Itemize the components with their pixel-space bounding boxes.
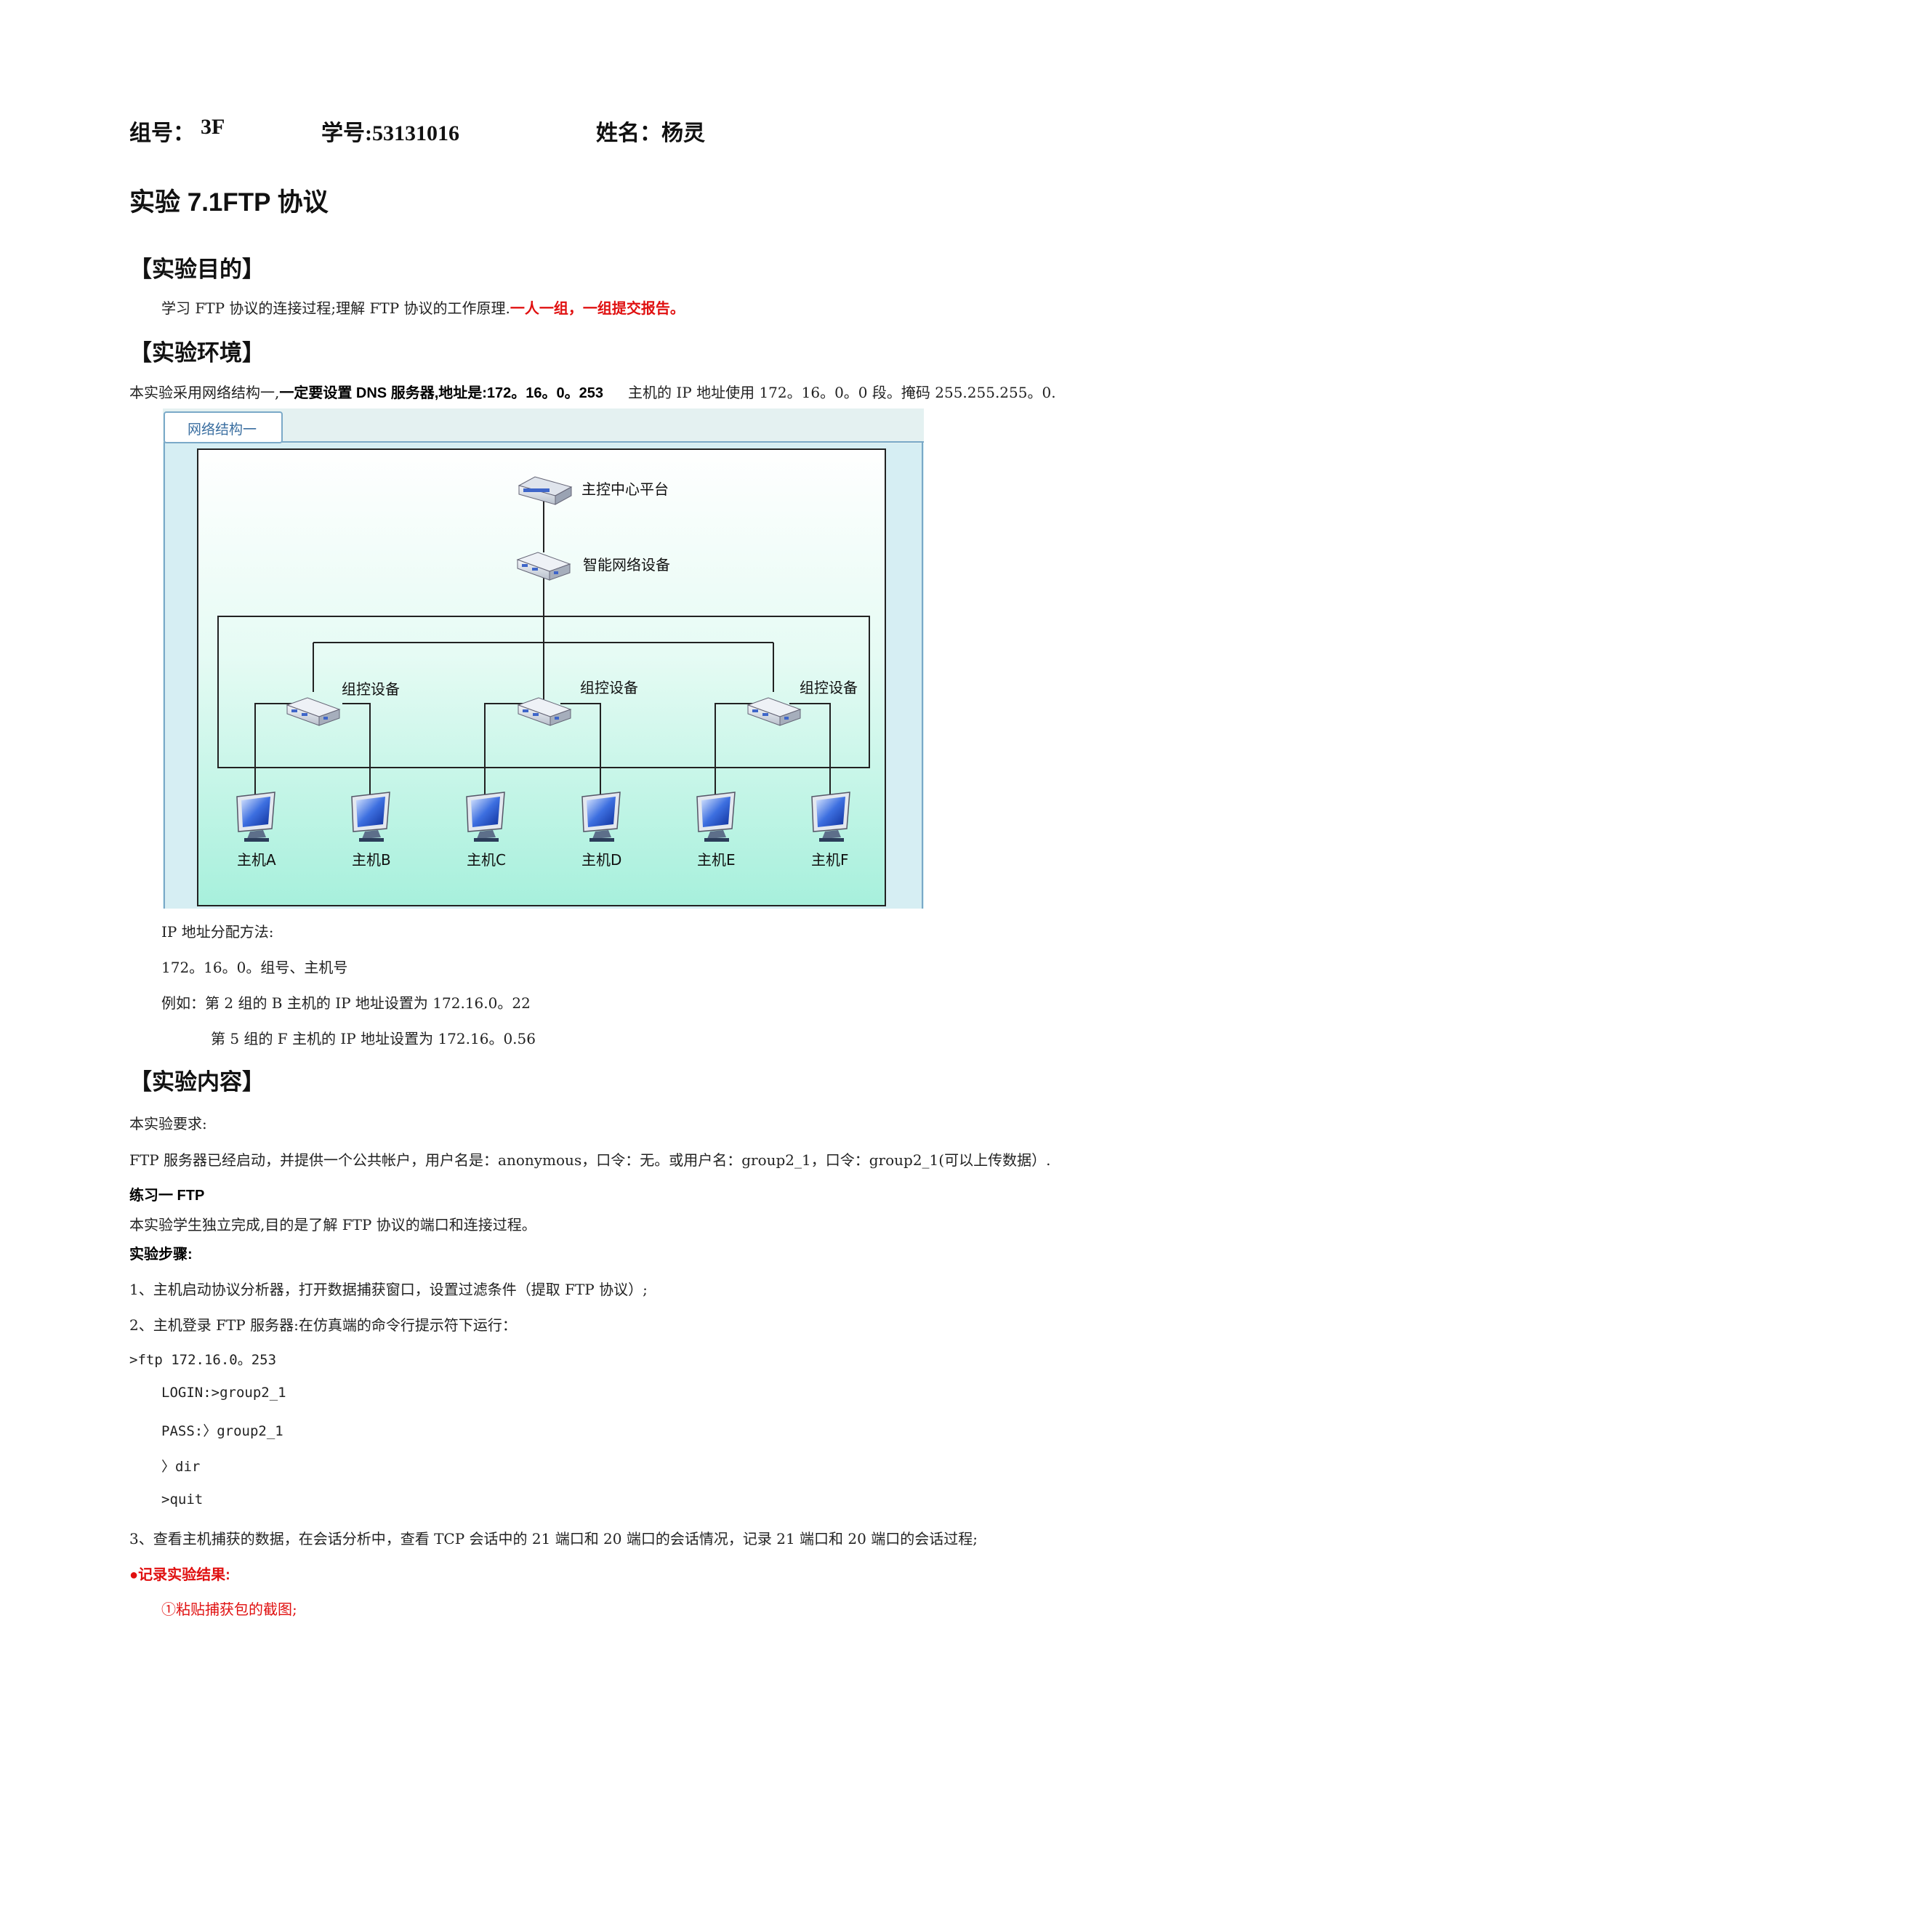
host-label-e: 主机E [697,851,736,869]
smart-device-label: 智能网络设备 [583,556,670,573]
host-label-c: 主机C [467,851,506,869]
cmd-ftp: >ftp 172.16.0。253 [129,1352,277,1368]
host-label-f: 主机F [811,851,849,869]
student-name: 姓名：杨灵 [596,121,705,145]
environment-text: 本实验采用网络结构一,一定要设置 DNS 服务器,地址是:172。16。0。25… [129,381,1056,402]
paste-screenshot-note: ①粘贴捕获包的截图; [161,1601,297,1618]
host-icon-d [581,792,621,842]
group-control-icon-1 [286,697,341,726]
step-3: 3、查看主机捕获的数据，在会话分析中，查看 TCP 会话中的 21 端口和 20… [129,1530,978,1547]
exercise-title: 练习一 FTP [129,1188,205,1204]
group-label: 组号： [129,121,195,145]
network-diagram: 网络结构一 主控中心平台 智能网络设备 [163,408,924,909]
cmd-dir: 〉dir [161,1459,201,1475]
cmd-pass: PASS:〉group2_1 [161,1423,283,1439]
purpose-heading: 【实验目的】 [129,257,265,282]
ip-alloc-rule: 172。16。0。组号、主机号 [161,959,348,976]
master-platform-icon [518,476,573,505]
environment-heading: 【实验环境】 [129,340,265,366]
group-control-label-3: 组控设备 [800,679,858,696]
steps-label: 实验步骤: [129,1247,193,1263]
record-results: ●记录实验结果: [129,1567,230,1583]
purpose-body: 学习 FTP 协议的连接过程;理解 FTP 协议的工作原理. [161,299,510,317]
ip-alloc-title: IP 地址分配方法: [161,923,274,941]
host-icon-f [811,792,850,842]
step-2: 2、主机登录 FTP 服务器:在仿真端的命令行提示符下运行： [129,1316,517,1334]
diagram-tab-label: 网络结构一 [188,422,257,438]
group-value: 3F [201,115,225,139]
cmd-login: LOGIN:>group2_1 [161,1385,286,1401]
host-icon-e [696,792,736,842]
env-prefix: 本实验采用网络结构一, [129,384,280,401]
group-control-label-1: 组控设备 [342,680,400,698]
group-control-icon-3 [746,697,802,726]
content-requirement: 本实验要求: [129,1115,207,1132]
cmd-quit: >quit [161,1492,204,1508]
connection-lines [217,494,870,795]
env-suffix: 主机的 IP 地址使用 172。16。0。0 段。掩码 255.255.255。… [628,384,1056,401]
smart-device-icon [516,552,571,581]
diagram-tab [164,411,283,443]
exercise-desc: 本实验学生独立完成,目的是了解 FTP 协议的端口和连接过程。 [129,1216,536,1233]
ip-alloc-example-1: 例如：第 2 组的 B 主机的 IP 地址设置为 172.16.0。22 [161,994,531,1012]
host-label-b: 主机B [352,851,391,869]
purpose-text: 学习 FTP 协议的连接过程;理解 FTP 协议的工作原理.一人一组，一组提交报… [161,297,685,318]
env-dns-note: 一定要设置 DNS 服务器,地址是:172。16。0。253 [279,385,604,401]
group-control-label-2: 组控设备 [580,679,638,696]
host-icon-b [351,792,390,842]
step-1: 1、主机启动协议分析器，打开数据捕获窗口，设置过滤条件（提取 FTP 协议）; [129,1281,648,1298]
group-control-icon-2 [517,697,572,726]
ftp-server-info: FTP 服务器已经启动，并提供一个公共帐户，用户名是：anonymous，口令：… [129,1151,1051,1169]
diagram-panel [197,448,886,906]
host-icon-c [466,792,505,842]
host-label-d: 主机D [581,851,621,869]
host-label-a: 主机A [237,851,276,869]
host-icon-a [236,792,275,842]
purpose-highlight: 一人一组，一组提交报告。 [510,301,685,317]
master-label: 主控中心平台 [581,480,669,498]
page-title: 实验 7.1FTP 协议 [129,188,329,217]
student-id: 学号:53131016 [321,121,459,145]
content-heading: 【实验内容】 [129,1069,265,1095]
ip-alloc-example-2: 第 5 组的 F 主机的 IP 地址设置为 172.16。0.56 [211,1030,536,1047]
